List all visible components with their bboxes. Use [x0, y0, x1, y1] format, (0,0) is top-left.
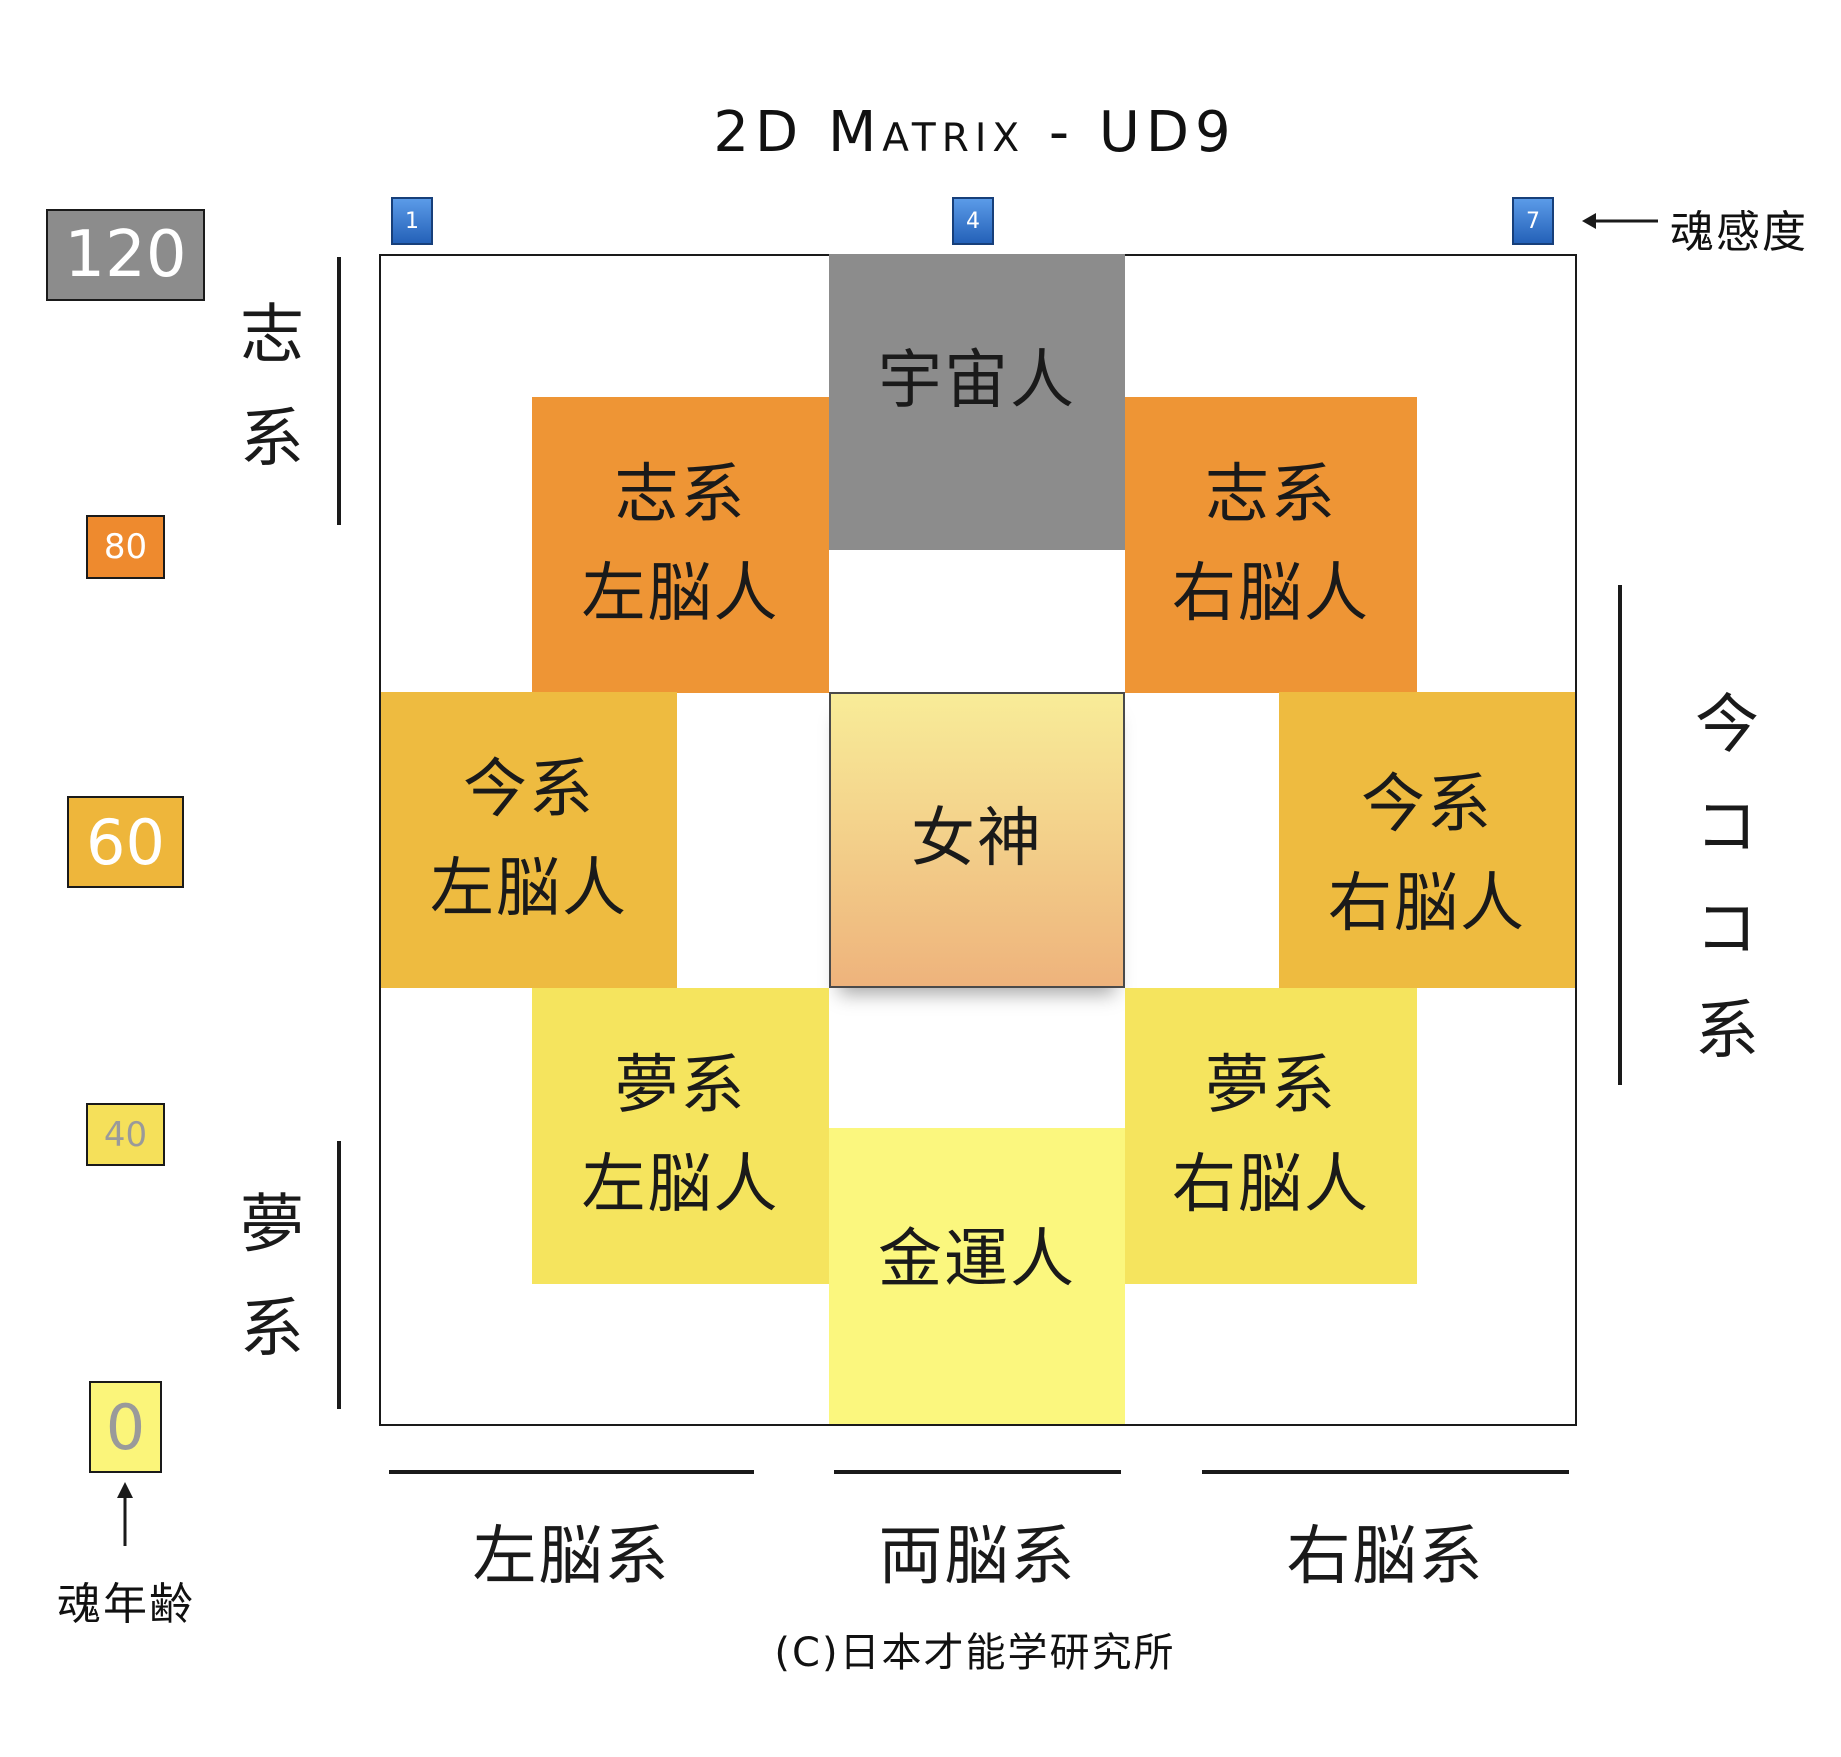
cell-kokorozashi-left-line-1: 志系: [614, 457, 747, 532]
cell-ima-left: 今系 左脳人: [381, 692, 677, 988]
soul-age-40: 40: [86, 1103, 165, 1166]
diagram-title: 2D Matrix - UD9: [713, 100, 1237, 165]
cell-kokorozashi-right-line-2: 右脳人: [1172, 557, 1370, 631]
x-group-left-brain: 左脳系: [472, 1520, 671, 1594]
cell-ima-left-line-1: 今系: [463, 752, 595, 827]
cell-ima-left-line-2: 左脳人: [430, 852, 628, 926]
group-bar-kokorozashi: [337, 257, 341, 525]
sensitivity-label: 魂感度: [1670, 207, 1808, 258]
group-label-imakoko: 今ココ系: [1684, 690, 1758, 1098]
group-bar-right-brain: [1202, 1470, 1569, 1474]
group-bar-left-brain: [389, 1470, 754, 1474]
soul-age-arrow-icon: [117, 1482, 133, 1546]
cell-uchujin-line-1: 宇宙人: [878, 344, 1076, 419]
x-group-both-brain: 両脳系: [878, 1520, 1077, 1594]
soul-age-label: 魂年齢: [57, 1579, 195, 1630]
group-bar-both-brain: [834, 1470, 1121, 1474]
cell-ima-right: 今系 右脳人: [1279, 692, 1575, 988]
cell-yume-left-line-2: 左脳人: [581, 1148, 780, 1222]
cell-ima-right-line-1: 今系: [1361, 767, 1493, 842]
cell-kokorozashi-right: 志系 右脳人: [1125, 397, 1417, 693]
cell-yume-right-line-2: 右脳人: [1172, 1148, 1370, 1222]
cell-megami-line-1: 女神: [911, 802, 1043, 877]
cell-yume-left-line-1: 夢系: [614, 1048, 747, 1123]
soul-age-120: 120: [46, 209, 205, 301]
group-label-yume: 夢系: [229, 1190, 303, 1398]
cell-yume-right: 夢系 右脳人: [1125, 988, 1417, 1284]
copyright-text: (C)日本才能学研究所: [774, 1630, 1176, 1676]
group-bar-yume: [337, 1141, 341, 1409]
sensitivity-marker-1: 1: [391, 197, 433, 245]
soul-age-80: 80: [86, 515, 165, 579]
sensitivity-marker-7: 7: [1512, 197, 1554, 245]
cell-ima-right-line-2: 右脳人: [1328, 867, 1526, 941]
soul-age-60: 60: [67, 796, 184, 888]
sensitivity-arrow-icon: [1582, 213, 1658, 229]
cell-kinunjin: 金運人: [829, 1128, 1125, 1424]
sensitivity-marker-4: 4: [952, 197, 994, 245]
cell-kokorozashi-left: 志系 左脳人: [532, 397, 829, 693]
x-group-right-brain: 右脳系: [1286, 1520, 1485, 1594]
cell-yume-left: 夢系 左脳人: [532, 988, 829, 1284]
group-bar-imakoko: [1618, 585, 1622, 1085]
cell-kokorozashi-right-line-1: 志系: [1205, 457, 1337, 532]
cell-kokorozashi-left-line-2: 左脳人: [581, 557, 780, 631]
soul-age-0: 0: [89, 1381, 162, 1473]
cell-yume-right-line-1: 夢系: [1205, 1048, 1337, 1123]
cell-megami: 女神: [829, 692, 1125, 988]
cell-kinunjin-line-1: 金運人: [878, 1223, 1076, 1298]
group-label-kokorozashi: 志系: [229, 300, 303, 508]
cell-uchujin: 宇宙人: [829, 254, 1125, 550]
